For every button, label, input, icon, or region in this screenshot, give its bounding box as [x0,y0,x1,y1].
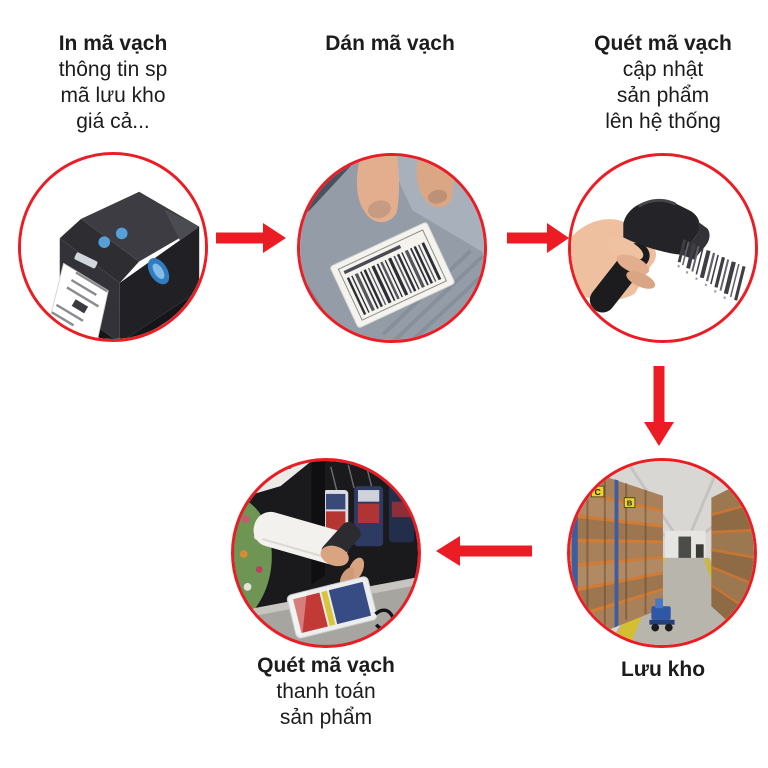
photo-checkout [231,458,421,648]
fingers-on-handle [607,237,656,289]
step-line: thanh toán [276,680,376,703]
arrow-down-scan-to-warehouse [644,366,674,451]
barcode-printer-image [21,155,205,339]
arrow-right-stick-to-scan [507,223,569,258]
step-title: Lưu kho [620,658,706,681]
barcode-scanner-image [571,156,755,340]
printed-label-paper [47,262,109,339]
step-title: In mã vạch [58,32,168,55]
barcode-sticker [330,222,455,328]
caption-stick-barcode: Dán mã vạch [285,31,495,57]
scanner-head [623,198,710,260]
svg-text:B: B [627,499,633,508]
sticking-barcode-label-image [300,156,484,340]
arrow-left-warehouse-to-checkout [436,536,532,571]
photo-barcode-scanner [568,153,758,343]
photo-warehouse: C B [567,458,757,648]
step-title: Quét mã vạch [594,32,732,55]
step-title: Dán mã vạch [325,32,455,55]
step-line: giá cả... [76,110,150,133]
step-line: sản phẩm [616,84,710,107]
caption-scan-checkout: Quét mã vạch thanh toán sản phẩm [223,653,429,731]
checkout-scanning-image [234,461,418,645]
arrow-right-print-to-stick [216,223,286,258]
step-line: mã lưu kho [60,84,166,107]
step-line: sản phẩm [279,706,373,729]
caption-warehouse: Lưu kho [560,657,766,683]
pallet-truck [649,598,675,632]
step-line: thông tin sp [58,58,168,81]
svg-text:C: C [594,487,601,497]
product-package [286,576,378,639]
photo-barcode-printer [18,152,208,342]
step-line: cập nhật [622,58,704,81]
step-title: Quét mã vạch [257,654,395,677]
scanned-barcode [677,239,746,301]
photo-stick-label [297,153,487,343]
hanging-products [323,484,415,547]
caption-scan-update: Quét mã vạch cập nhật sản phẩm lên hệ th… [560,31,766,135]
warehouse-aisle-image: C B [570,461,754,645]
step-line: lên hệ thống [605,110,721,133]
caption-print-barcode: In mã vạch thông tin sp mã lưu kho giá c… [10,31,216,135]
printer-body [59,191,200,339]
